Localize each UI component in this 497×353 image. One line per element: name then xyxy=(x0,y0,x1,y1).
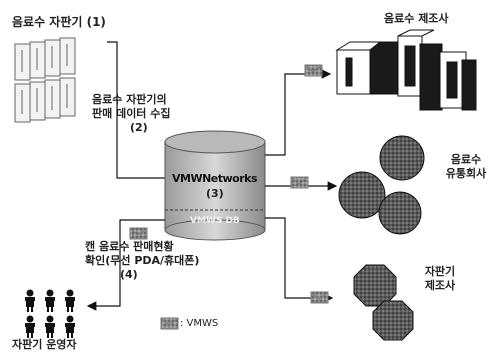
envelope-icon xyxy=(291,177,308,188)
vm-maker-line2: 제조사 xyxy=(418,279,462,292)
vm-maker-line1: 자판기 xyxy=(418,265,462,278)
check-step-line1: 캔 음료수 판매현황 xyxy=(85,240,174,253)
manufacturer-label: 음료수 제조사 xyxy=(384,12,449,25)
hub-name: VMWNetworks xyxy=(172,172,257,185)
check-step-line2: 확인(무선 PDA/휴대폰) xyxy=(85,254,199,267)
hub-to-vm-maker-arrow xyxy=(265,218,332,298)
envelope-icon xyxy=(305,65,322,76)
collect-step-line2: 판매 데이터 수집 xyxy=(92,107,171,120)
hub-db-label: VMWS DB xyxy=(190,215,240,228)
envelope-icon xyxy=(311,292,328,303)
vending-machine-title: 음료수 자판기 (1) xyxy=(12,16,106,29)
distributor-line1: 음료수 xyxy=(440,153,492,166)
vending-machines-icon xyxy=(15,38,75,122)
operators-label: 자판기 운영자 xyxy=(12,338,77,351)
distributor-spheres-icon xyxy=(339,136,424,234)
hub-step-number: (3) xyxy=(206,187,224,200)
hub-to-manufacturer-arrow xyxy=(265,74,330,155)
check-step-number: (4) xyxy=(120,268,138,281)
distributor-line2: 유통회사 xyxy=(440,167,492,180)
operators-people-icon xyxy=(25,290,75,339)
collect-step-line1: 음료수 자판기의 xyxy=(92,93,167,106)
factory-buildings-icon xyxy=(337,30,476,110)
legend-envelope-icon xyxy=(161,318,178,329)
envelope-icon xyxy=(130,228,147,239)
vm-maker-octagons-icon xyxy=(354,265,413,340)
legend-label: : VMWS xyxy=(180,317,218,330)
collect-step-number: (2) xyxy=(130,121,148,134)
